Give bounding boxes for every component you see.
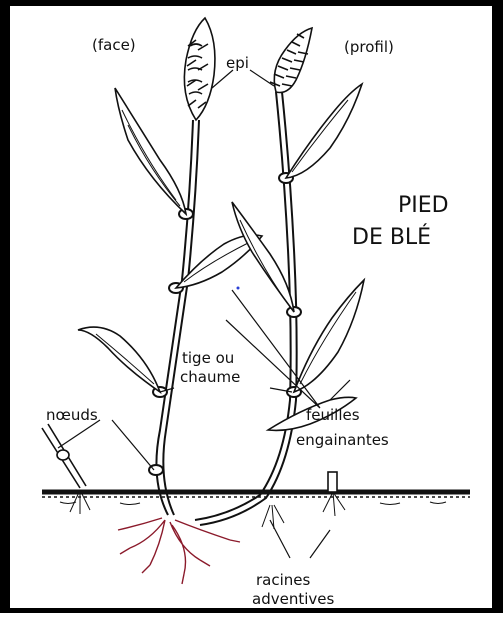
label-tige-line1: tige ou <box>182 349 234 367</box>
label-feuilles-line2: engainantes <box>296 431 389 449</box>
title-line2: DE BLÉ <box>352 224 431 250</box>
label-racines-line1: racines <box>256 571 311 589</box>
label-profil: (profil) <box>344 38 394 56</box>
label-tige-line2: chaume <box>180 368 240 386</box>
label-epi: epi <box>226 54 249 72</box>
blue-dot <box>237 287 240 290</box>
label-noeuds: nœuds <box>46 406 98 424</box>
label-racines-line2: adventives <box>252 590 334 608</box>
title-line1: PIED <box>398 193 449 218</box>
label-face: (face) <box>92 36 136 54</box>
label-feuilles-line1: feuilles <box>306 406 360 424</box>
